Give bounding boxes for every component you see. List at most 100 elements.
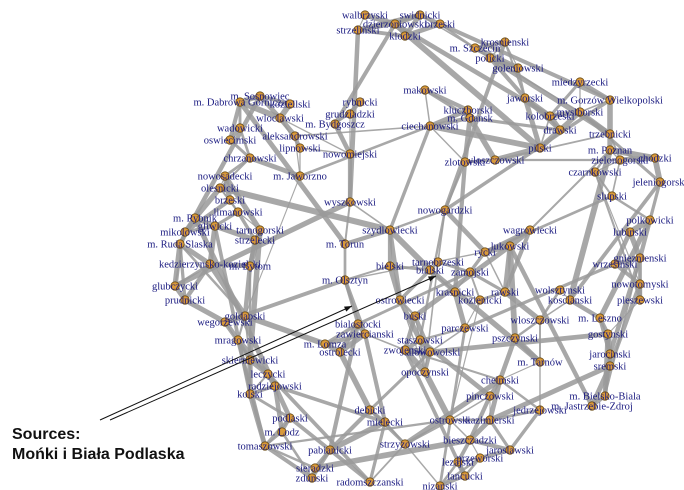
node-label: radomszczanski xyxy=(336,478,403,489)
node-leczycki: leczycki xyxy=(251,369,286,381)
node-label: chodzki xyxy=(638,154,671,165)
graph-edge xyxy=(177,241,213,267)
node-m_sosnowiec: m. Sosnowiec xyxy=(231,91,290,103)
node-marker xyxy=(345,149,355,159)
graph-edge xyxy=(438,326,467,488)
node-label: wrzesinski xyxy=(593,260,638,271)
arrow-to-monki-head xyxy=(344,306,352,312)
graph-edge xyxy=(192,185,223,221)
node-label: strzyzowski xyxy=(380,440,430,451)
graph-edge xyxy=(344,251,486,281)
node-label: nowomiejski xyxy=(323,150,377,161)
node-m_poznan: m. Poznan xyxy=(588,145,633,157)
node-label: kolski xyxy=(237,390,263,401)
node-label: rycki xyxy=(474,248,496,259)
graph-edge xyxy=(178,242,187,302)
graph-edge xyxy=(577,109,613,137)
graph-edge xyxy=(272,383,285,435)
node-label: brzeski xyxy=(425,20,455,31)
node-m_ruda: m. Ruda Slaska xyxy=(147,239,213,251)
node-marker xyxy=(310,463,320,473)
annotation-title: Sources: xyxy=(12,426,81,443)
node-label: podlaski xyxy=(272,414,308,425)
node-koziellski: koziellski xyxy=(270,99,311,111)
node-marker xyxy=(595,313,605,323)
node-label: chelmski xyxy=(481,376,519,387)
node-label: m. Sosnowiec xyxy=(231,92,290,103)
node-label: leczycki xyxy=(251,370,286,381)
graph-edge xyxy=(613,262,642,286)
graph-edge xyxy=(388,124,432,232)
node-marker xyxy=(263,369,273,379)
node-label: debicki xyxy=(355,406,386,417)
node-marker xyxy=(295,143,305,153)
node-marker xyxy=(307,473,317,483)
node-m_szczecin: m. Szczecin xyxy=(450,43,501,55)
node-label: olesnicki xyxy=(201,184,239,195)
node-label: nowogardzki xyxy=(418,206,473,217)
node-zawiercianski: zawiercianski xyxy=(336,329,394,341)
node-marker xyxy=(510,333,520,343)
node-label: polkowicki xyxy=(626,216,673,227)
node-marker xyxy=(625,227,635,237)
node-label: m. Lodz xyxy=(265,428,300,439)
graph-edge xyxy=(279,117,351,155)
node-marker xyxy=(245,261,255,271)
node-m_jastrzebie: m. Jastrzebie-Zdroj xyxy=(551,401,633,413)
node-marker xyxy=(635,279,645,289)
node-label: m. Dabrowa Górnicza xyxy=(193,98,286,109)
node-kedzierzynsko: kedzierzynsko-kozielski xyxy=(159,259,261,271)
node-strzyzowski: strzyzowski xyxy=(380,439,430,451)
node-marker xyxy=(525,225,535,235)
node-ostrolecki: ostrolecki xyxy=(319,347,361,359)
graph-edge xyxy=(247,155,303,179)
node-label: wloclawski xyxy=(256,114,304,125)
graph-edge xyxy=(492,145,543,163)
graph-edge xyxy=(567,147,613,303)
node-label: m. Torun xyxy=(326,240,365,251)
node-marker xyxy=(250,235,260,245)
node-m_jaworzno: m. Jaworzno xyxy=(273,171,327,183)
node-label: zielonogorski xyxy=(591,156,648,167)
graph-edge xyxy=(327,407,373,453)
node-zamojski: zamojski xyxy=(451,267,489,279)
node-label: glubczycki xyxy=(152,282,198,293)
node-label: ostrowski xyxy=(430,416,471,427)
node-marker xyxy=(385,225,395,235)
node-label: ostrolecki xyxy=(319,348,360,359)
node-debicki: debicki xyxy=(355,405,386,417)
node-stalowowolski: stalowowolski xyxy=(400,347,460,359)
node-label: pabianicki xyxy=(308,446,352,457)
node-kolobrzeski: kolobrzeski xyxy=(526,111,575,123)
node-marker xyxy=(433,257,443,267)
node-mielecki: mielecki xyxy=(367,417,403,429)
node-label: pszczynski xyxy=(492,334,538,345)
node-label: wegorzewski xyxy=(197,318,252,329)
node-wyszkowski: wyszkowski xyxy=(324,197,376,209)
node-label: strzelecki xyxy=(235,236,275,247)
graph-edge xyxy=(427,115,473,129)
node-label: m. Jaworzno xyxy=(273,172,327,183)
graph-edge xyxy=(299,147,351,155)
node-label: m. Rybnik xyxy=(173,214,218,225)
node-trzebnicki: trzebnicki xyxy=(589,129,631,141)
node-label: bieszczadzki xyxy=(443,436,497,447)
node-radziejowski: radziejowski xyxy=(248,381,302,393)
node-marker xyxy=(180,227,190,237)
node-pszczynski: pszczynski xyxy=(492,333,538,345)
node-szydlowiecki: szydlowiecki xyxy=(362,225,418,237)
node-buski: buski xyxy=(404,311,426,323)
node-limanowski: limanowski xyxy=(214,207,263,219)
node-label: nowosadecki xyxy=(198,172,253,183)
node-label: myslborski xyxy=(557,108,604,119)
node-label: koziellski xyxy=(270,100,311,111)
node-marker xyxy=(355,97,365,107)
node-label: mielecki xyxy=(367,418,403,429)
node-ostrowski: ostrowski xyxy=(430,415,471,427)
node-marker xyxy=(500,287,510,297)
graph-edge xyxy=(349,201,391,231)
node-drawski: drawski xyxy=(543,125,577,137)
node-label: tarnogorski xyxy=(236,226,284,237)
